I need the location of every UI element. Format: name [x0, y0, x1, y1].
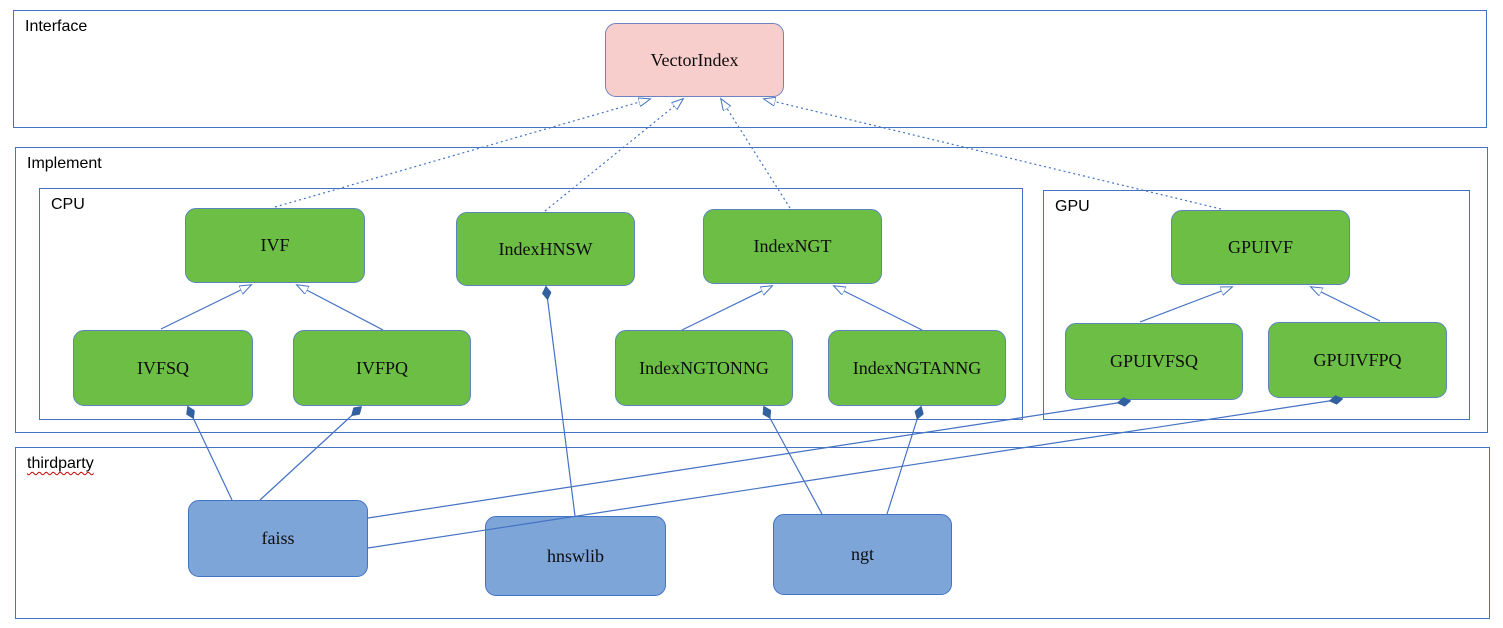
gpu-container-label: GPU [1055, 198, 1090, 215]
node-ngt: ngt [773, 514, 952, 595]
node-indexhnsw: IndexHNSW [456, 212, 635, 286]
node-ivfpq: IVFPQ [293, 330, 471, 406]
implement-container-label: Implement [27, 155, 102, 172]
node-indexngtanng: IndexNGTANNG [828, 330, 1006, 406]
node-indexngtonng: IndexNGTONNG [615, 330, 793, 406]
node-faiss: faiss [188, 500, 368, 577]
node-vectorindex: VectorIndex [605, 23, 784, 97]
node-gpuivf: GPUIVF [1171, 210, 1350, 285]
node-ivf: IVF [185, 208, 365, 283]
node-gpuivfpq: GPUIVFPQ [1268, 322, 1447, 398]
interface-container-label: Interface [25, 18, 88, 35]
node-gpuivfsq: GPUIVFSQ [1065, 323, 1243, 400]
node-ivfsq: IVFSQ [73, 330, 253, 406]
node-indexngt: IndexNGT [703, 209, 882, 284]
node-hnswlib: hnswlib [485, 516, 666, 596]
cpu-container-label: CPU [51, 196, 85, 213]
thirdparty-container-label: thirdparty [27, 455, 94, 472]
